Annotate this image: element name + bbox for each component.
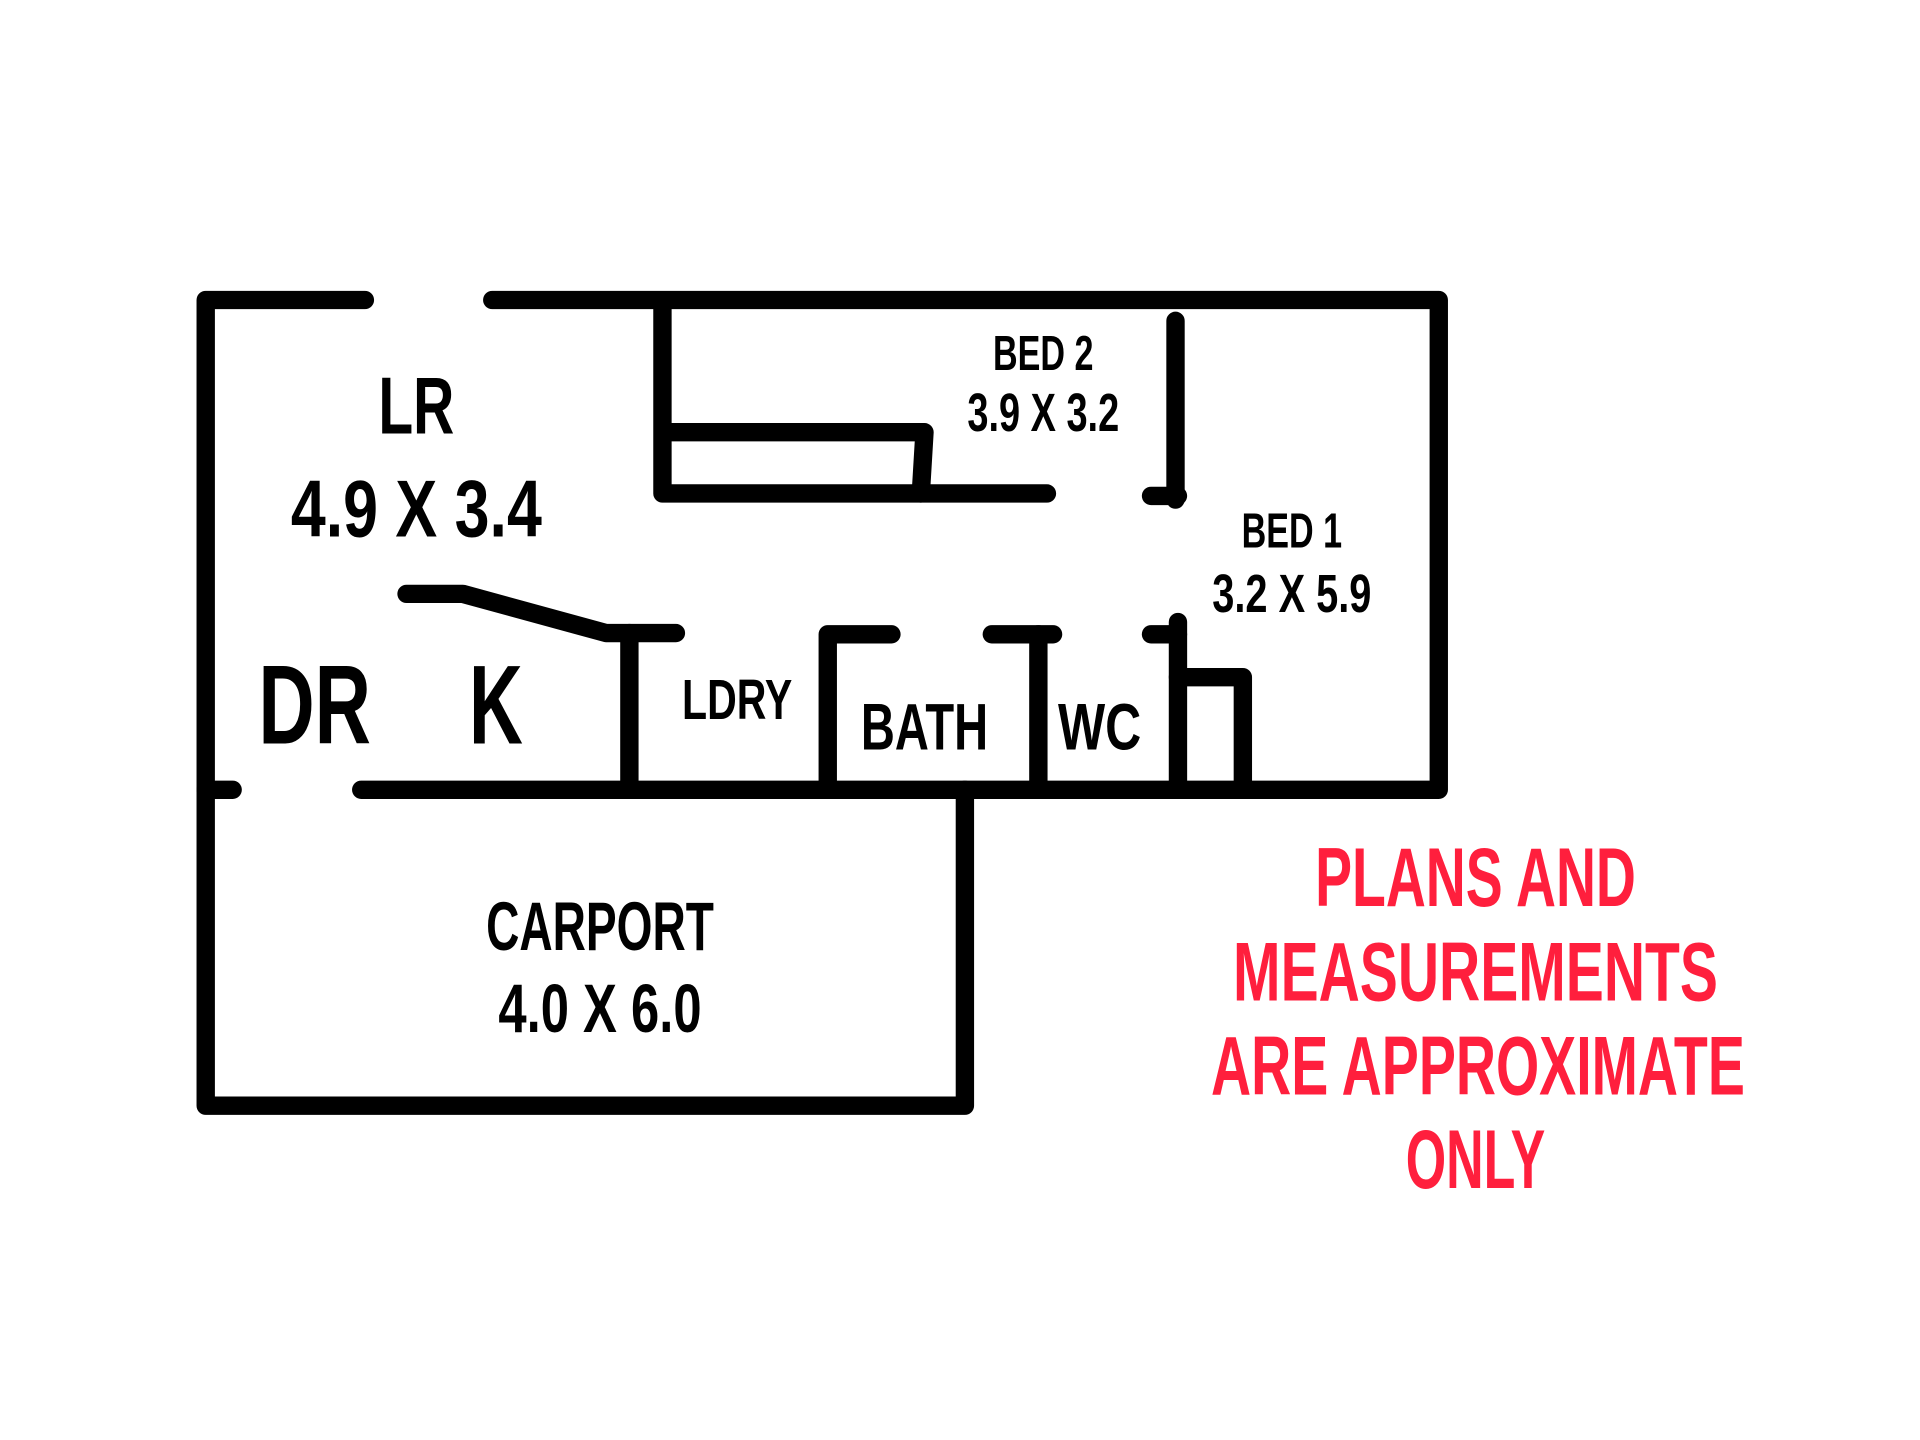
bath-wall-left [818,625,901,799]
wc-label: WC [1058,690,1141,764]
disclaimer-line: MEASUREMENTS [1233,925,1718,1018]
lr-label: LR [378,361,454,451]
bath-label: BATH [861,690,988,764]
room-labels: LR 4.9 X 3.4 BED 2 3.9 X 3.2 BED 1 3.2 X… [258,327,1371,1047]
disclaimer: PLANS AND MEASUREMENTS ARE APPROXIMATE O… [1211,831,1745,1206]
k-label: K [469,641,523,767]
bed1-robe-wall [1168,667,1253,799]
dr-label: DR [258,641,371,767]
walls [196,290,1448,1115]
bed1-label: BED 1 [1242,504,1342,558]
disclaimer-line: ONLY [1406,1113,1546,1206]
carport-size: 4.0 X 6.0 [498,970,701,1047]
disclaimer-line: ARE APPROXIMATE [1211,1020,1745,1113]
ldry-label: LDRY [682,668,792,731]
carport-wall [196,780,975,1115]
bed1-size: 3.2 X 5.9 [1212,564,1371,624]
carport-label: CARPORT [486,888,714,965]
bed2-label: BED 2 [993,327,1093,381]
bed2-robe-wall [658,423,934,503]
lr-size: 4.9 X 3.4 [291,464,542,554]
outer-top-wall-right [352,290,1448,799]
bed2-size: 3.9 X 3.2 [967,383,1119,443]
kitchen-bench [397,584,686,643]
outer-top-wall-left [196,290,375,799]
disclaimer-line: PLANS AND [1315,831,1636,924]
